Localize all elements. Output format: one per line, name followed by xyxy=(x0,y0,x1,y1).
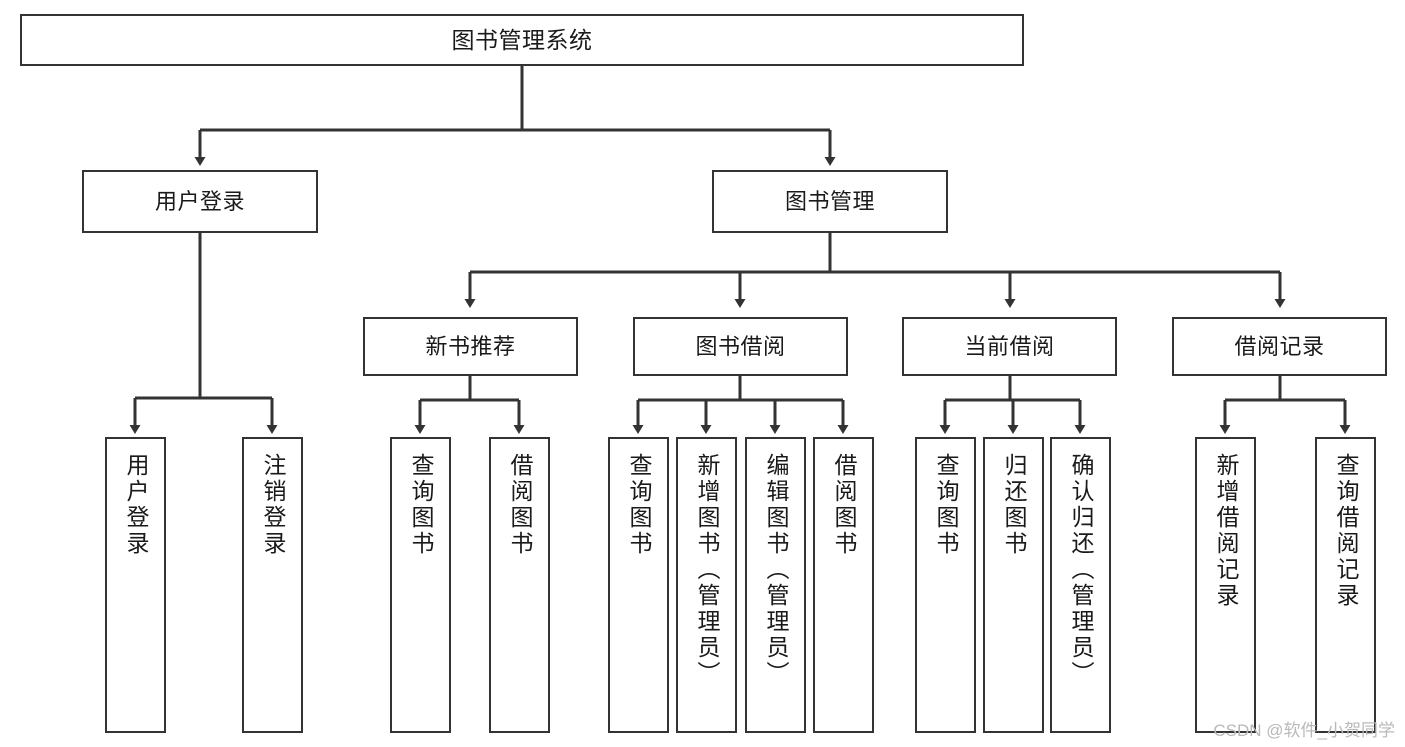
node-user-login[interactable]: 用户登录 xyxy=(82,170,318,233)
watermark-text: CSDN @软件_小贺同学 xyxy=(1213,721,1395,740)
node-book-management[interactable]: 图书管理 xyxy=(712,170,948,233)
node-leaf-confirm-return-admin[interactable]: 确认归还（管理员） xyxy=(1050,437,1111,733)
node-label: 查询图书 xyxy=(626,453,652,557)
node-label: 归还图书 xyxy=(1001,453,1027,557)
node-label: 图书管理 xyxy=(784,188,875,214)
node-book-borrow[interactable]: 图书借阅 xyxy=(633,317,848,376)
node-label: 用户登录 xyxy=(123,453,149,557)
node-label: 查询图书 xyxy=(933,453,959,557)
node-label: 注销登录 xyxy=(260,453,286,557)
node-leaf-add-borrow-record[interactable]: 新增借阅记录 xyxy=(1195,437,1256,733)
node-label: 用户登录 xyxy=(154,188,245,214)
node-label: 借阅图书 xyxy=(507,453,533,557)
node-borrow-record[interactable]: 借阅记录 xyxy=(1172,317,1387,376)
node-label: 新增借阅记录 xyxy=(1213,453,1239,609)
node-leaf-query-borrow-record[interactable]: 查询借阅记录 xyxy=(1315,437,1376,733)
node-leaf-query-book-recommend[interactable]: 查询图书 xyxy=(390,437,451,733)
node-leaf-borrow-book[interactable]: 借阅图书 xyxy=(813,437,874,733)
node-label: 确认归还（管理员） xyxy=(1068,453,1094,687)
node-leaf-borrow-book-recommend[interactable]: 借阅图书 xyxy=(489,437,550,733)
node-leaf-add-book-admin[interactable]: 新增图书（管理员） xyxy=(676,437,737,733)
node-label: 查询图书 xyxy=(408,453,434,557)
node-label: 借阅图书 xyxy=(831,453,857,557)
node-leaf-logout[interactable]: 注销登录 xyxy=(242,437,303,733)
node-label: 图书借阅 xyxy=(695,333,786,359)
node-current-borrow[interactable]: 当前借阅 xyxy=(902,317,1117,376)
node-label: 借阅记录 xyxy=(1234,333,1325,359)
node-new-book-recommend[interactable]: 新书推荐 xyxy=(363,317,578,376)
node-leaf-query-book-borrow[interactable]: 查询图书 xyxy=(608,437,669,733)
node-root-system[interactable]: 图书管理系统 xyxy=(20,14,1024,66)
node-label: 当前借阅 xyxy=(964,333,1055,359)
node-label: 新增图书（管理员） xyxy=(694,453,720,687)
node-leaf-return-book[interactable]: 归还图书 xyxy=(983,437,1044,733)
node-label: 编辑图书（管理员） xyxy=(763,453,789,687)
node-leaf-user-login[interactable]: 用户登录 xyxy=(105,437,166,733)
node-label: 查询借阅记录 xyxy=(1333,453,1359,609)
node-leaf-query-book-current[interactable]: 查询图书 xyxy=(915,437,976,733)
node-label: 新书推荐 xyxy=(425,333,516,359)
node-label: 图书管理系统 xyxy=(451,26,593,53)
node-leaf-edit-book-admin[interactable]: 编辑图书（管理员） xyxy=(745,437,806,733)
